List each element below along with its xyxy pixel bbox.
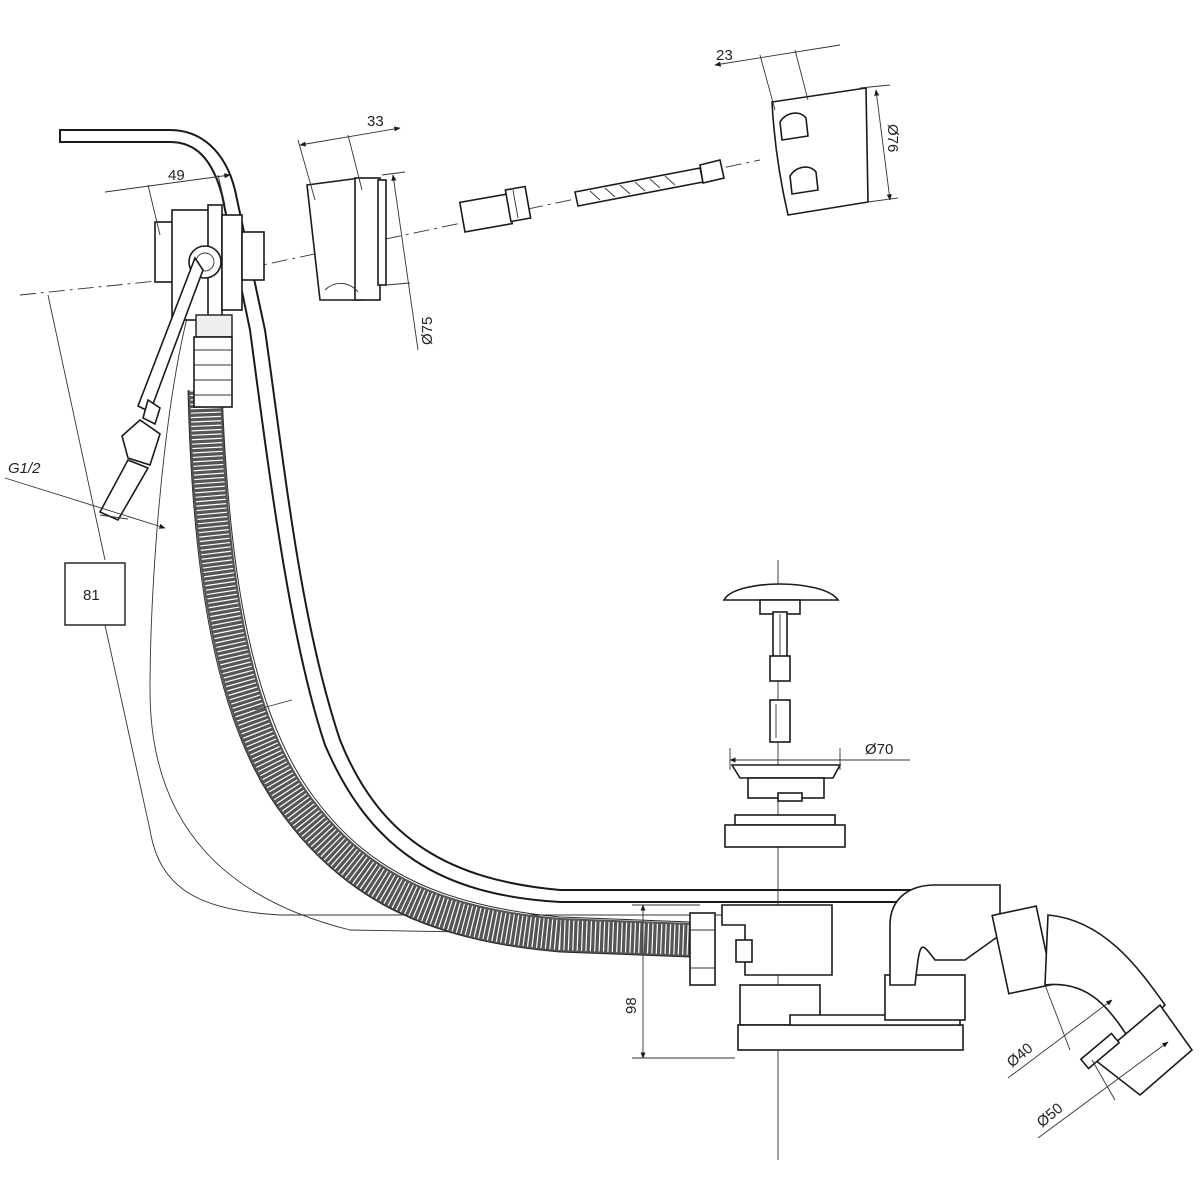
dim-label-81: 81	[83, 587, 100, 604]
popup-plug	[722, 583, 840, 682]
dim-label-o75: Ø75	[419, 317, 436, 345]
dim-label-o40: Ø40	[1004, 1040, 1037, 1071]
dim-label-o50: Ø50	[1034, 1100, 1067, 1131]
dim-label-49: 49	[168, 167, 185, 184]
dim-label-23: 23	[716, 47, 733, 64]
drain-gasket	[724, 814, 846, 848]
dim-label-33: 33	[367, 113, 384, 130]
overflow-spindle	[574, 159, 725, 207]
dimension-lines	[4, 44, 1169, 1139]
waste-body	[689, 904, 966, 1051]
dim-label-98: 98	[623, 997, 640, 1014]
trap-elbow-and-outlet	[889, 884, 1194, 1097]
overflow-bush	[458, 185, 532, 233]
dim-label-o70: Ø70	[865, 741, 893, 758]
overflow-cover-rosette	[306, 177, 387, 301]
dim-label-g12: G1/2	[8, 460, 41, 477]
dim-label-o76: Ø76	[884, 124, 901, 152]
overflow-hose	[187, 389, 691, 958]
drain-flange	[730, 764, 842, 802]
supply-hose	[98, 256, 204, 522]
dimension-box-81	[64, 562, 126, 626]
overflow-body	[154, 204, 265, 408]
overflow-handle-cap	[771, 87, 869, 216]
centre-lines	[19, 159, 779, 1160]
popup-cartridge	[769, 699, 791, 743]
